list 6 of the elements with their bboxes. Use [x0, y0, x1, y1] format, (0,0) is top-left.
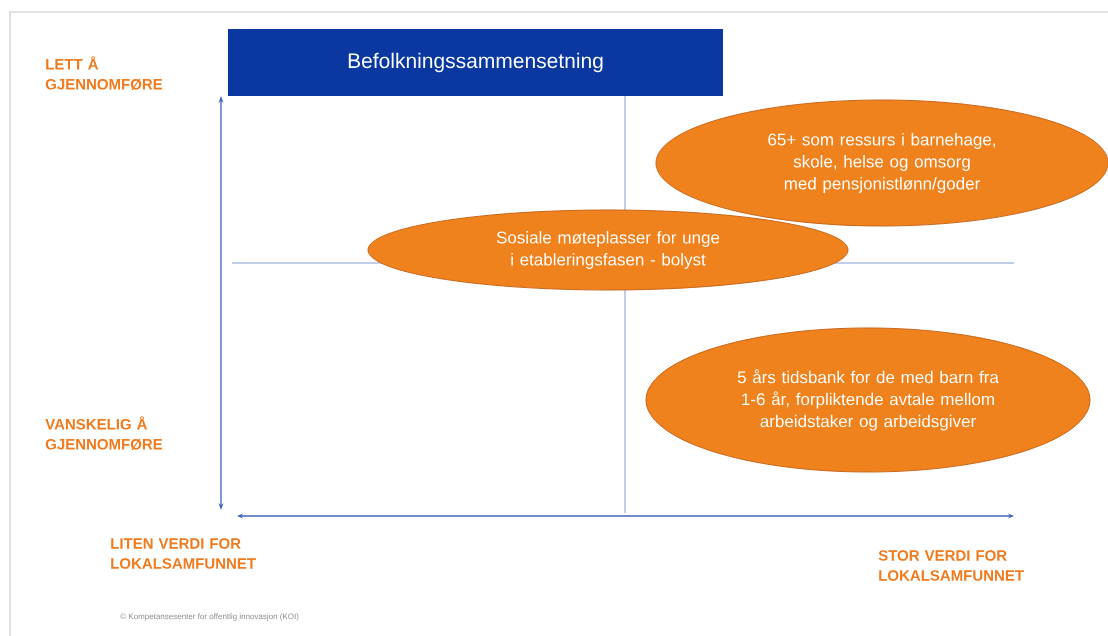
axis-label: STOR VERDI FOR LOKALSAMFUNNET — [878, 550, 1024, 581]
axis-label: LITEN VERDI FOR LOKALSAMFUNNET — [111, 538, 256, 569]
title-box: Befolkningssammensetning — [228, 29, 723, 96]
copyright-note: © Kompetansesenter for offentlig innovasjon (KOI) — [120, 613, 299, 621]
axis-label: LETT Å GJENNOMFØRE — [45, 56, 163, 90]
axis-label: VANSKELIG Å GJENNOMFØRE — [45, 416, 163, 450]
